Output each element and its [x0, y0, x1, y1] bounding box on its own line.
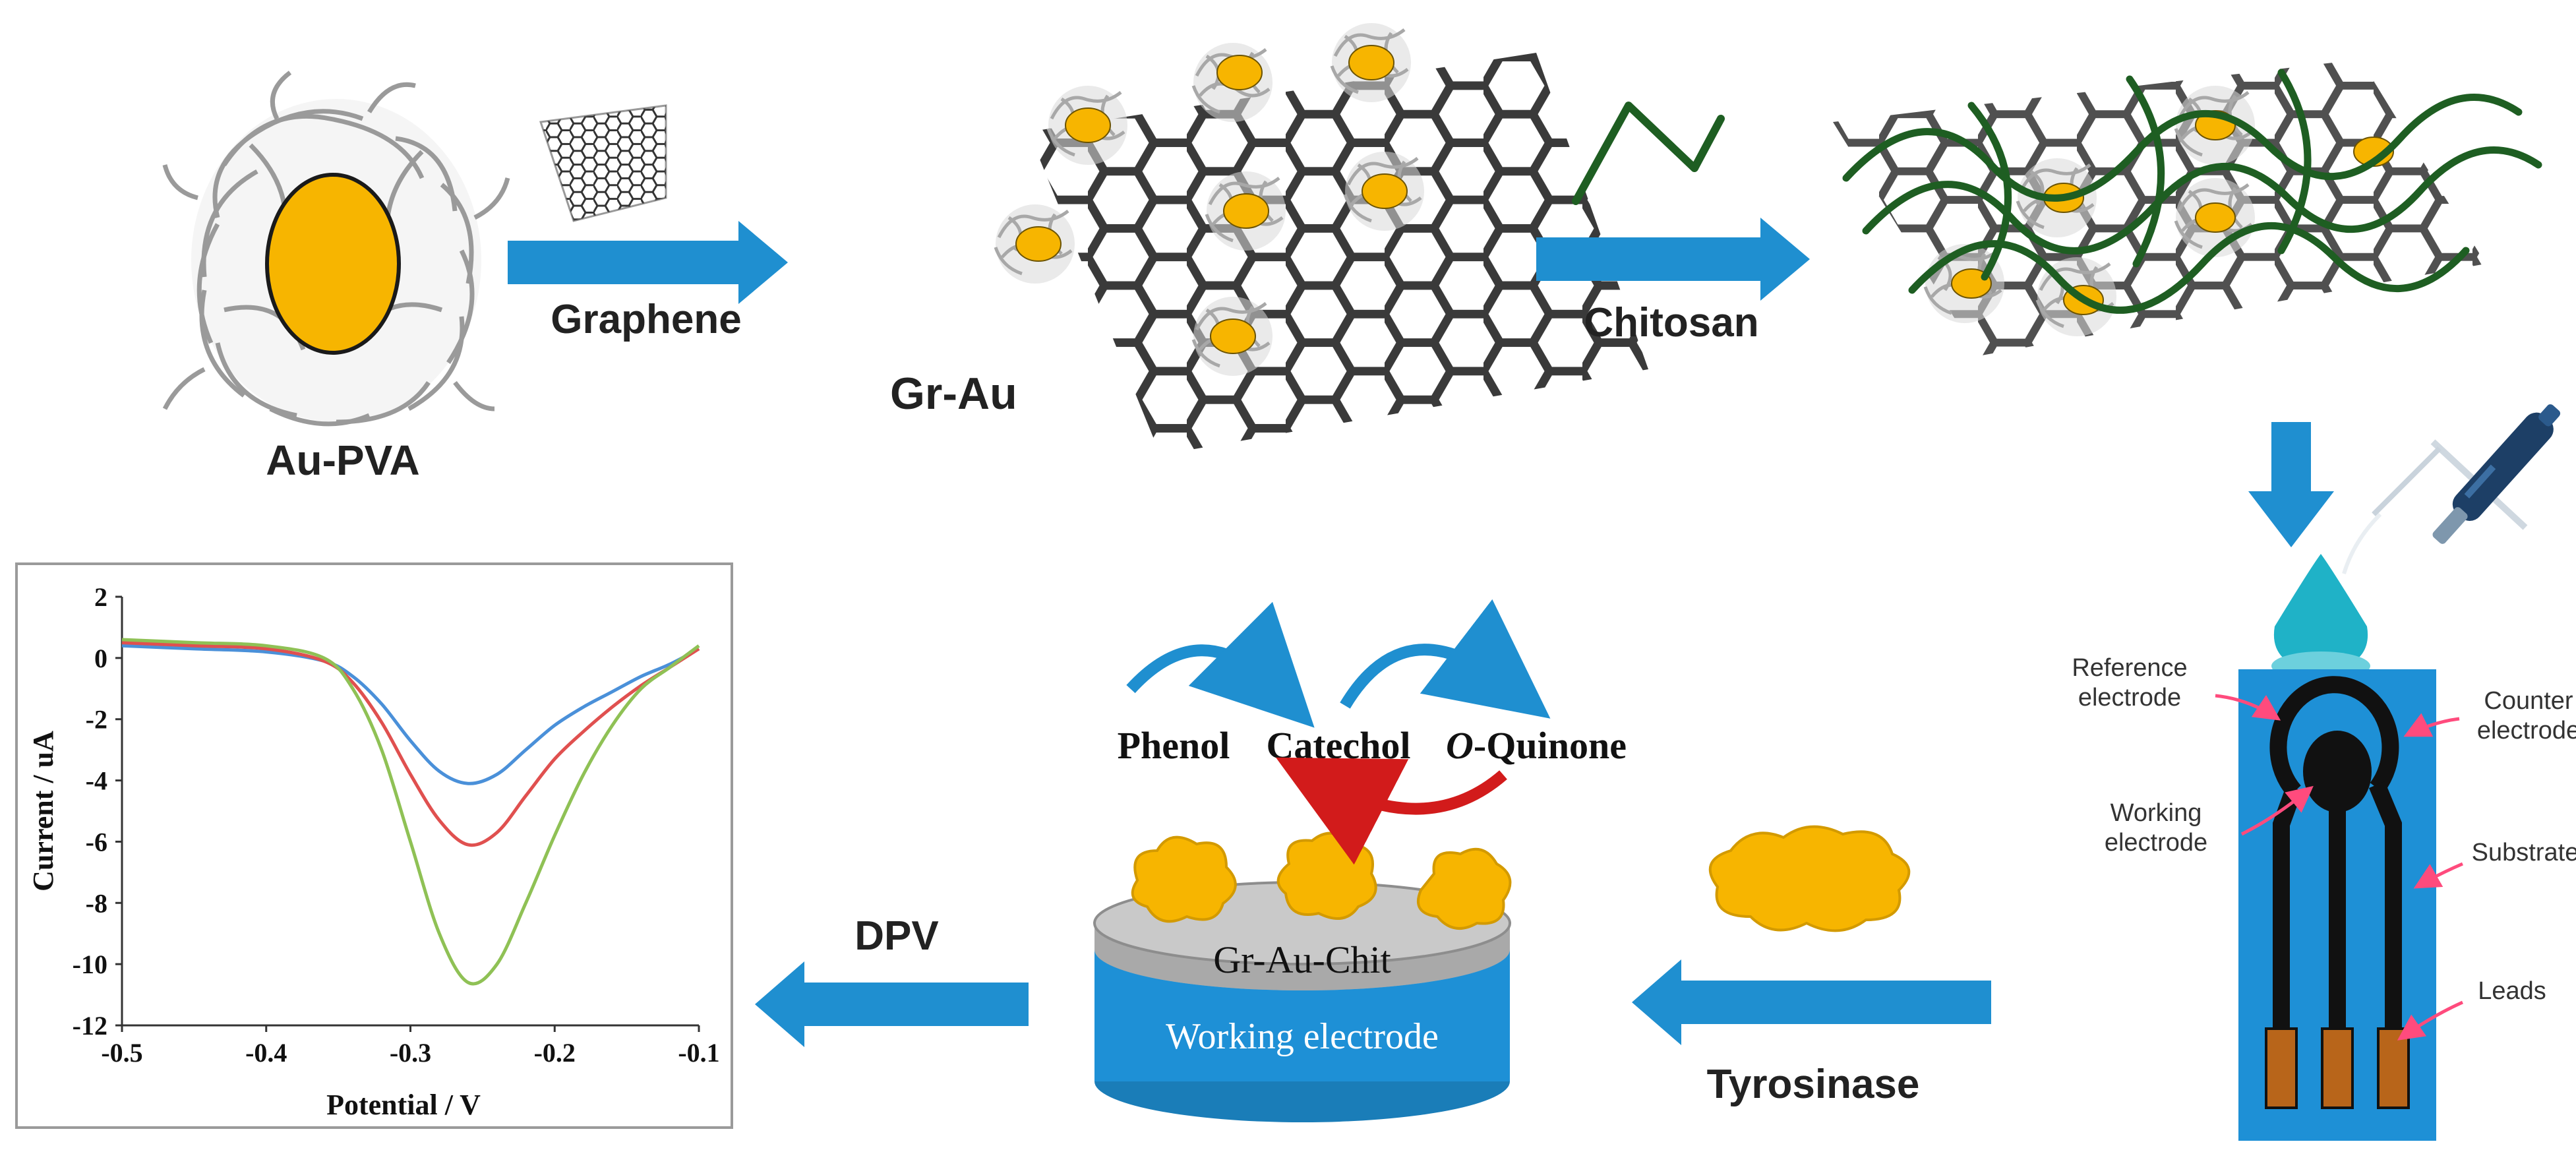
substrate-label: Substrate — [2472, 839, 2576, 866]
arrow-down — [2248, 422, 2334, 547]
droplet-icon — [2273, 554, 2368, 673]
catechol-label: Catechol — [1266, 724, 1410, 767]
tyrosinase-label: Tyrosinase — [1707, 1062, 1920, 1107]
chitosan-label: Chitosan — [1584, 300, 1758, 346]
chart-y-tick-label: 0 — [94, 644, 107, 673]
chart-series — [121, 638, 700, 986]
chart-y-axis-label: Current / uA — [27, 731, 59, 892]
arrow-chitosan — [1536, 218, 1810, 301]
working-label-2: electrode — [2105, 829, 2207, 857]
pipette-icon — [2342, 404, 2561, 574]
electrode-pointers — [2215, 694, 2464, 1041]
arrow-graphene — [508, 221, 788, 304]
arrow-quinone-to-catechol — [1276, 757, 1507, 865]
chart-series-line-2 — [121, 641, 700, 847]
chart-y-tick-label: -8 — [86, 888, 107, 918]
chitosan-symbol — [1572, 102, 1725, 205]
au-pva-label: Au-PVA — [266, 437, 419, 484]
counter-label-1: Counter — [2484, 687, 2573, 715]
reference-label-2: electrode — [2078, 684, 2181, 711]
dpv-label: DPV — [854, 913, 938, 959]
chart-x-tick-label: -0.4 — [245, 1038, 287, 1068]
electrode-labels: Reference electrode Counter electrode Wo… — [2072, 654, 2576, 1005]
dpv-chart: 2 0 -2 -4 -6 -8 -10 -12-0.5 -0.4 -0.3 -0.2 -0.1 Pot… — [15, 562, 733, 1129]
chart-frame — [15, 562, 733, 1129]
chart-y-tick-label: -2 — [86, 705, 107, 735]
reference-label-1: Reference — [2072, 654, 2187, 682]
gr-au-chit-sheet — [1833, 59, 2542, 356]
o-quinone-label: O-Quinone — [1446, 724, 1627, 767]
working-label-1: Working — [2111, 799, 2202, 827]
graphene-sheet-icon — [539, 104, 667, 222]
arrow-catechol-to-quinone — [1340, 599, 1551, 719]
chart-ticks: 2 0 -2 -4 -6 -8 -10 -12-0.5 -0.4 -0.3 -0.2 -0.1 — [73, 582, 720, 1068]
au-pva-particle — [162, 71, 510, 427]
chart-y-tick-label: -12 — [73, 1011, 107, 1041]
chart-x-tick-label: -0.5 — [101, 1038, 142, 1068]
chart-x-axis-label: Potential / V — [326, 1089, 481, 1121]
chart-y-tick-label: -6 — [86, 827, 107, 857]
counter-label-2: electrode — [2477, 717, 2576, 744]
chart-x-tick-label: -0.1 — [678, 1038, 719, 1068]
chart-x-tick-label: -0.2 — [534, 1038, 576, 1068]
o-quinone-prefix: O — [1446, 724, 1474, 767]
o-quinone-suffix: -Quinone — [1474, 724, 1627, 767]
arrow-dpv — [755, 961, 1029, 1047]
phenol-label: Phenol — [1118, 724, 1230, 767]
screen-printed-electrode — [2238, 669, 2436, 1141]
gr-au-sheet — [996, 23, 1648, 455]
chart-series-line-3 — [121, 638, 700, 986]
gr-au-label: Gr-Au — [890, 369, 1017, 419]
enzyme-blobs — [1131, 832, 1512, 930]
gr-au-chit-label: Gr-Au-Chit — [1213, 938, 1391, 981]
tyrosinase-enzyme-icon — [1708, 825, 1911, 932]
chart-x-tick-label: -0.3 — [390, 1038, 431, 1068]
chart-y-tick-label: 2 — [94, 582, 107, 612]
chart-series-line-1 — [121, 644, 700, 785]
graphene-label: Graphene — [551, 297, 741, 342]
arrow-phenol-to-catechol — [1126, 601, 1315, 728]
leads-label: Leads — [2478, 977, 2546, 1005]
chart-y-tick-label: -4 — [86, 766, 107, 796]
arrow-tyrosinase — [1632, 959, 1991, 1045]
chart-y-tick-label: -10 — [73, 950, 107, 979]
working-electrode-label: Working electrode — [1166, 1016, 1439, 1057]
